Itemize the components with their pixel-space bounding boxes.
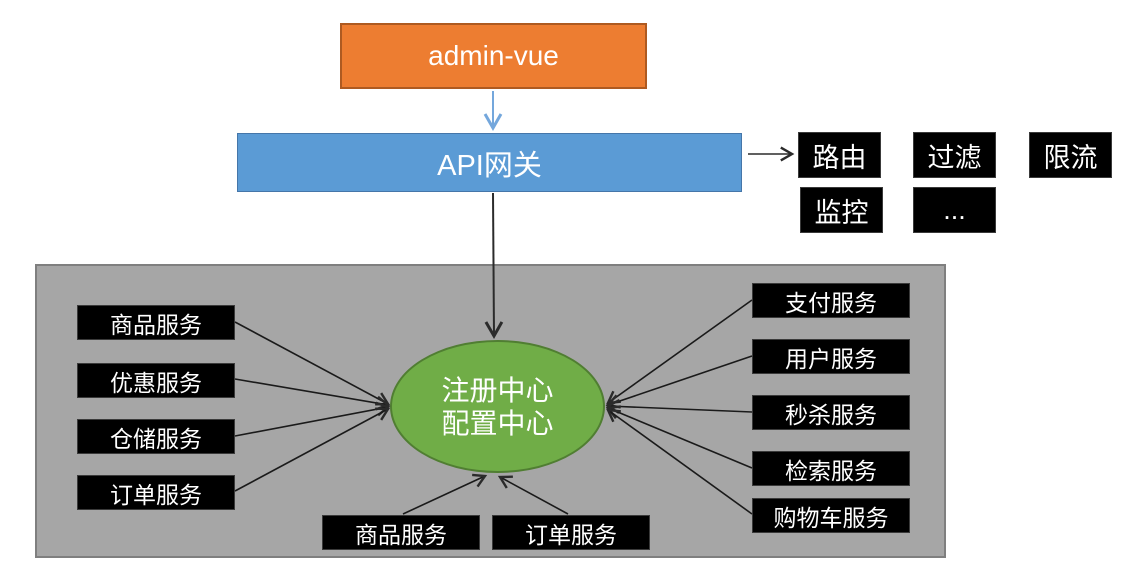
service-label: 支付服务 — [785, 289, 877, 316]
service-label: 用户服务 — [785, 345, 877, 372]
node-admin-vue-label: admin-vue — [428, 40, 559, 71]
node-admin-vue: admin-vue — [340, 23, 647, 89]
service-discount: 优惠服务 — [77, 363, 235, 398]
service-label: 检索服务 — [785, 457, 877, 484]
service-product-left: 商品服务 — [77, 305, 235, 340]
gateway-feature-label: 过滤 — [927, 142, 982, 173]
gateway-feature-label: 路由 — [812, 142, 867, 173]
registry-line1: 注册中心 — [441, 374, 554, 406]
gateway-feature-label: 监控 — [814, 197, 869, 228]
service-warehouse: 仓储服务 — [77, 419, 235, 454]
service-label: 秒杀服务 — [785, 401, 877, 428]
gateway-feature-rate-limit: 限流 — [1029, 132, 1112, 178]
gateway-feature-label: 限流 — [1043, 142, 1098, 173]
service-order-bottom: 订单服务 — [492, 515, 650, 550]
service-label: 订单服务 — [110, 481, 202, 508]
gateway-feature-monitoring: 监控 — [800, 187, 883, 233]
service-label: 订单服务 — [525, 521, 617, 548]
gateway-feature-filtering: 过滤 — [913, 132, 996, 178]
gateway-feature-label: ... — [943, 194, 966, 225]
service-product-bottom: 商品服务 — [322, 515, 480, 550]
service-label: 商品服务 — [110, 311, 202, 338]
service-label: 商品服务 — [355, 521, 447, 548]
node-registry-config-center: 注册中心 配置中心 — [390, 340, 605, 473]
service-label: 仓储服务 — [110, 425, 202, 452]
service-payment: 支付服务 — [752, 283, 910, 318]
service-user: 用户服务 — [752, 339, 910, 374]
node-api-gateway: API网关 — [237, 133, 742, 192]
service-order-left: 订单服务 — [77, 475, 235, 510]
service-shopping-cart: 购物车服务 — [752, 498, 910, 533]
gateway-feature-more: ... — [913, 187, 996, 233]
registry-line2: 配置中心 — [441, 407, 554, 439]
service-label: 优惠服务 — [110, 369, 202, 396]
service-label: 购物车服务 — [773, 504, 889, 531]
gateway-feature-routing: 路由 — [798, 132, 881, 178]
service-flash-sale: 秒杀服务 — [752, 395, 910, 430]
node-api-gateway-label: API网关 — [437, 149, 542, 182]
service-search: 检索服务 — [752, 451, 910, 486]
